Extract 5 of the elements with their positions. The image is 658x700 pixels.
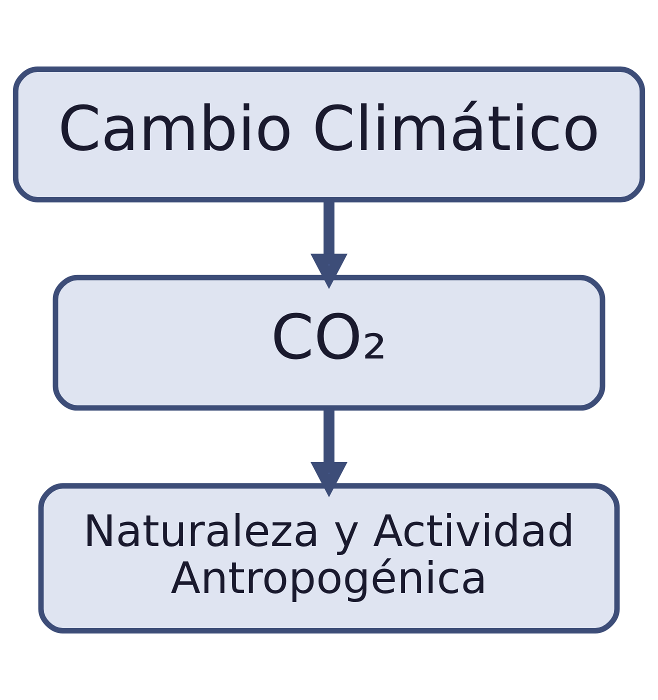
node-box: Cambio Climático: [12, 66, 646, 202]
node-box: CO₂: [52, 274, 606, 411]
arrow: [310, 408, 348, 498]
arrow: [310, 200, 348, 290]
node-box: Naturaleza y Actividad Antropogénica: [38, 483, 620, 634]
